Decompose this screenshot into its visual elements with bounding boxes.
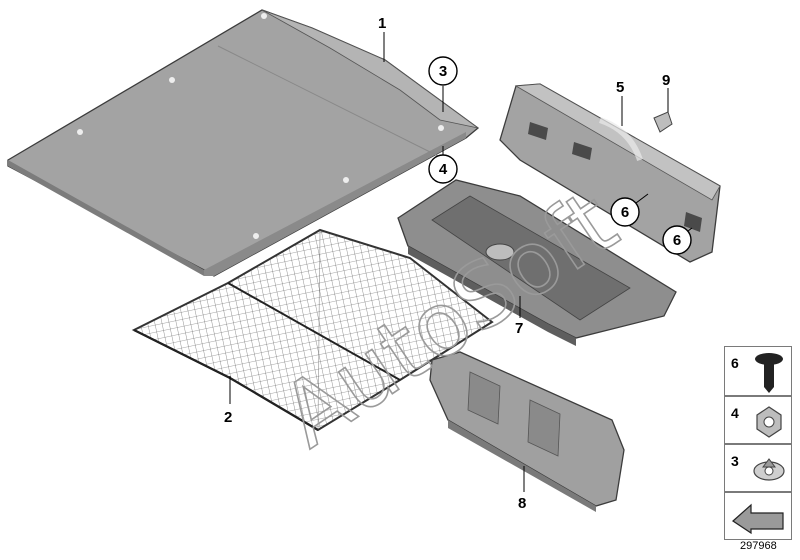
svg-text:6: 6 <box>673 232 681 249</box>
clip-nut-icon <box>751 401 787 446</box>
push-rivet-icon <box>751 351 787 398</box>
sill-trim-part <box>499 83 721 263</box>
arrow-left-icon <box>729 499 787 540</box>
rivet-part <box>653 111 673 133</box>
svg-text:3: 3 <box>439 63 447 80</box>
callout-6b: 6 <box>662 225 692 255</box>
svg-text:7: 7 <box>515 320 523 337</box>
legend-box-arrow <box>724 492 792 540</box>
reference-number: 297968 <box>740 540 777 552</box>
callout-7: 7 <box>515 320 523 337</box>
legend-label: 3 <box>731 453 739 469</box>
legend-label: 4 <box>731 405 739 421</box>
svg-text:5: 5 <box>616 79 624 96</box>
legend-box-6: 6 <box>724 346 792 396</box>
svg-text:4: 4 <box>439 161 448 178</box>
callout-9: 9 <box>662 72 670 89</box>
svg-text:9: 9 <box>662 72 670 89</box>
svg-text:8: 8 <box>518 495 526 512</box>
storage-tray-part <box>397 179 677 346</box>
foam-block-part <box>429 351 625 512</box>
callout-3: 3 <box>428 56 458 86</box>
svg-text:6: 6 <box>621 204 629 221</box>
luggage-net-part <box>131 228 494 432</box>
callout-1: 1 <box>378 15 386 32</box>
legend-box-4: 4 <box>724 396 792 444</box>
callout-5: 5 <box>616 79 624 96</box>
spring-clip-icon <box>751 449 787 494</box>
callout-8: 8 <box>518 495 526 512</box>
callout-6a: 6 <box>610 197 640 227</box>
legend-label: 6 <box>731 355 739 371</box>
callout-4: 4 <box>428 154 458 184</box>
svg-text:1: 1 <box>378 15 386 32</box>
legend-box-3: 3 <box>724 444 792 492</box>
callout-2: 2 <box>224 409 232 426</box>
floor-panel-part <box>7 9 480 277</box>
svg-text:2: 2 <box>224 409 232 426</box>
leader-lines <box>229 32 693 492</box>
